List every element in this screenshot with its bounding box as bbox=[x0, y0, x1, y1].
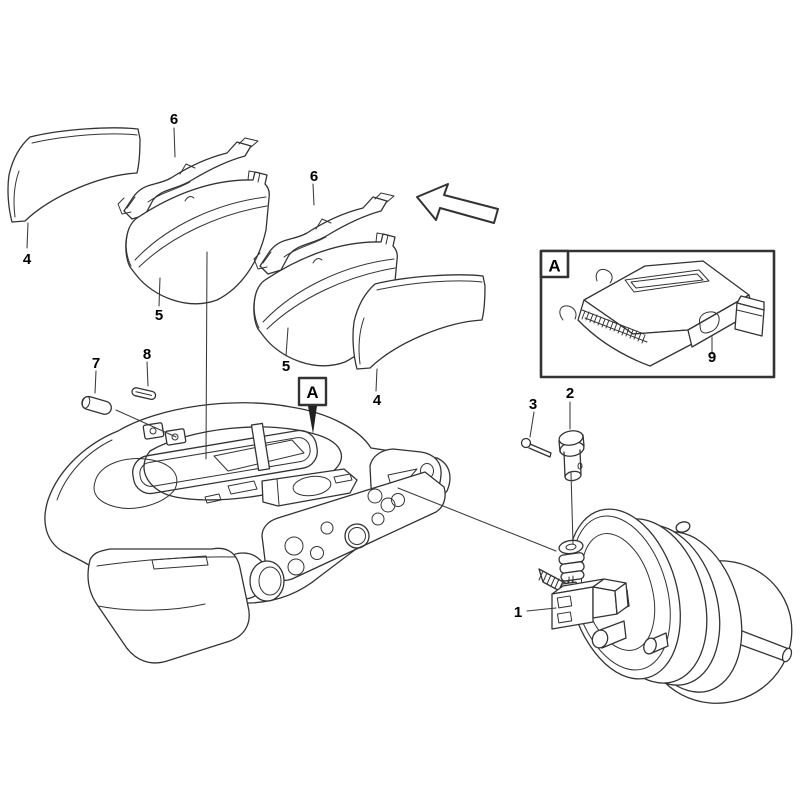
callout-cotter-pin: 3 bbox=[529, 396, 537, 413]
callout-labels: 4 6 5 6 5 4 7 8 9 2 3 1 bbox=[23, 111, 716, 621]
detail-inset: A bbox=[539, 249, 776, 379]
pad-kit-group bbox=[7, 127, 486, 370]
cotter-pin bbox=[520, 437, 552, 458]
wear-indicator-cover bbox=[559, 260, 765, 367]
callout-pad-right: 5 bbox=[282, 358, 290, 375]
lock-pin bbox=[131, 387, 157, 401]
callout-guide-pin: 7 bbox=[92, 355, 100, 372]
leader-lines bbox=[26, 127, 713, 612]
detail-box-frame bbox=[539, 249, 776, 379]
lever-plate bbox=[261, 468, 358, 507]
hatch-strip bbox=[581, 310, 646, 344]
callout-outer-plate-left: 4 bbox=[23, 251, 32, 268]
rod-eye bbox=[558, 539, 585, 582]
pad-retainer-bail bbox=[132, 422, 318, 495]
detail-box-label-frame bbox=[539, 249, 570, 279]
caliper-body bbox=[44, 402, 451, 664]
brake-chamber bbox=[538, 508, 793, 704]
clevis-pin bbox=[558, 430, 585, 482]
callout-lock-pin: 8 bbox=[143, 346, 151, 363]
detail-reference-arrow bbox=[308, 406, 317, 434]
callout-clevis-pin: 2 bbox=[566, 385, 574, 402]
callout-cover: 9 bbox=[708, 349, 716, 366]
yoke-bracket bbox=[551, 575, 629, 630]
detail-box-label: A bbox=[548, 257, 560, 276]
threaded-stud bbox=[538, 568, 572, 598]
outer-plate-right bbox=[352, 274, 486, 370]
callout-spring-left: 6 bbox=[170, 111, 178, 128]
direction-arrow-icon bbox=[416, 183, 499, 224]
callout-spring-right: 6 bbox=[310, 168, 318, 185]
guide-pin bbox=[81, 395, 112, 415]
callout-yoke: 1 bbox=[514, 604, 522, 621]
callout-pad-left: 5 bbox=[155, 307, 163, 324]
detail-reference-marker: A bbox=[297, 376, 328, 434]
outer-plate-left bbox=[7, 127, 141, 223]
push-rod bbox=[732, 628, 793, 663]
callout-outer-plate-right: 4 bbox=[373, 392, 382, 409]
caliper-arm bbox=[87, 547, 250, 664]
detail-reference-label: A bbox=[306, 383, 318, 402]
clamp-bolt-nub bbox=[675, 521, 691, 533]
